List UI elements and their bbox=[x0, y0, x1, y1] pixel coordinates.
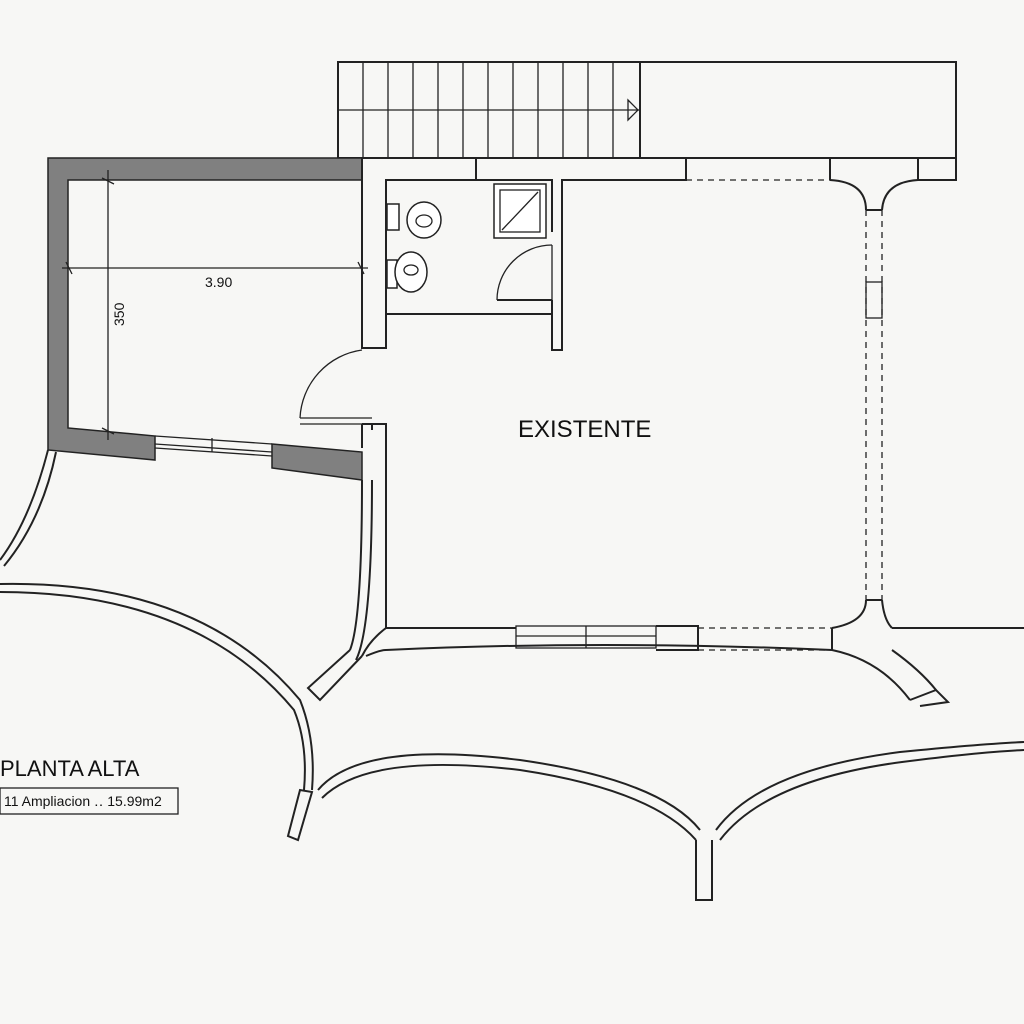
bathroom-door bbox=[496, 244, 553, 301]
terrace-railings bbox=[0, 179, 1024, 901]
staircase bbox=[337, 61, 957, 159]
sink-icon bbox=[386, 251, 428, 293]
toilet-icon bbox=[386, 201, 442, 239]
dimension-lines bbox=[62, 170, 368, 440]
extension-door bbox=[299, 349, 372, 448]
area-note-box bbox=[0, 787, 179, 815]
existing-room-walls bbox=[362, 157, 1024, 651]
stair-arrow-icon bbox=[627, 98, 639, 122]
area-note: 11 Ampliacion ‥ 15.99m2 bbox=[4, 793, 162, 809]
shower-icon bbox=[493, 183, 547, 239]
dim-vertical-label: 350 bbox=[111, 302, 127, 326]
existing-room-label: EXISTENTE bbox=[518, 416, 651, 443]
plan-title: PLANTA ALTA bbox=[0, 756, 140, 781]
extension-walls bbox=[47, 157, 363, 481]
dim-horizontal-label: 3.90 bbox=[205, 274, 232, 290]
extension-window bbox=[154, 435, 273, 457]
